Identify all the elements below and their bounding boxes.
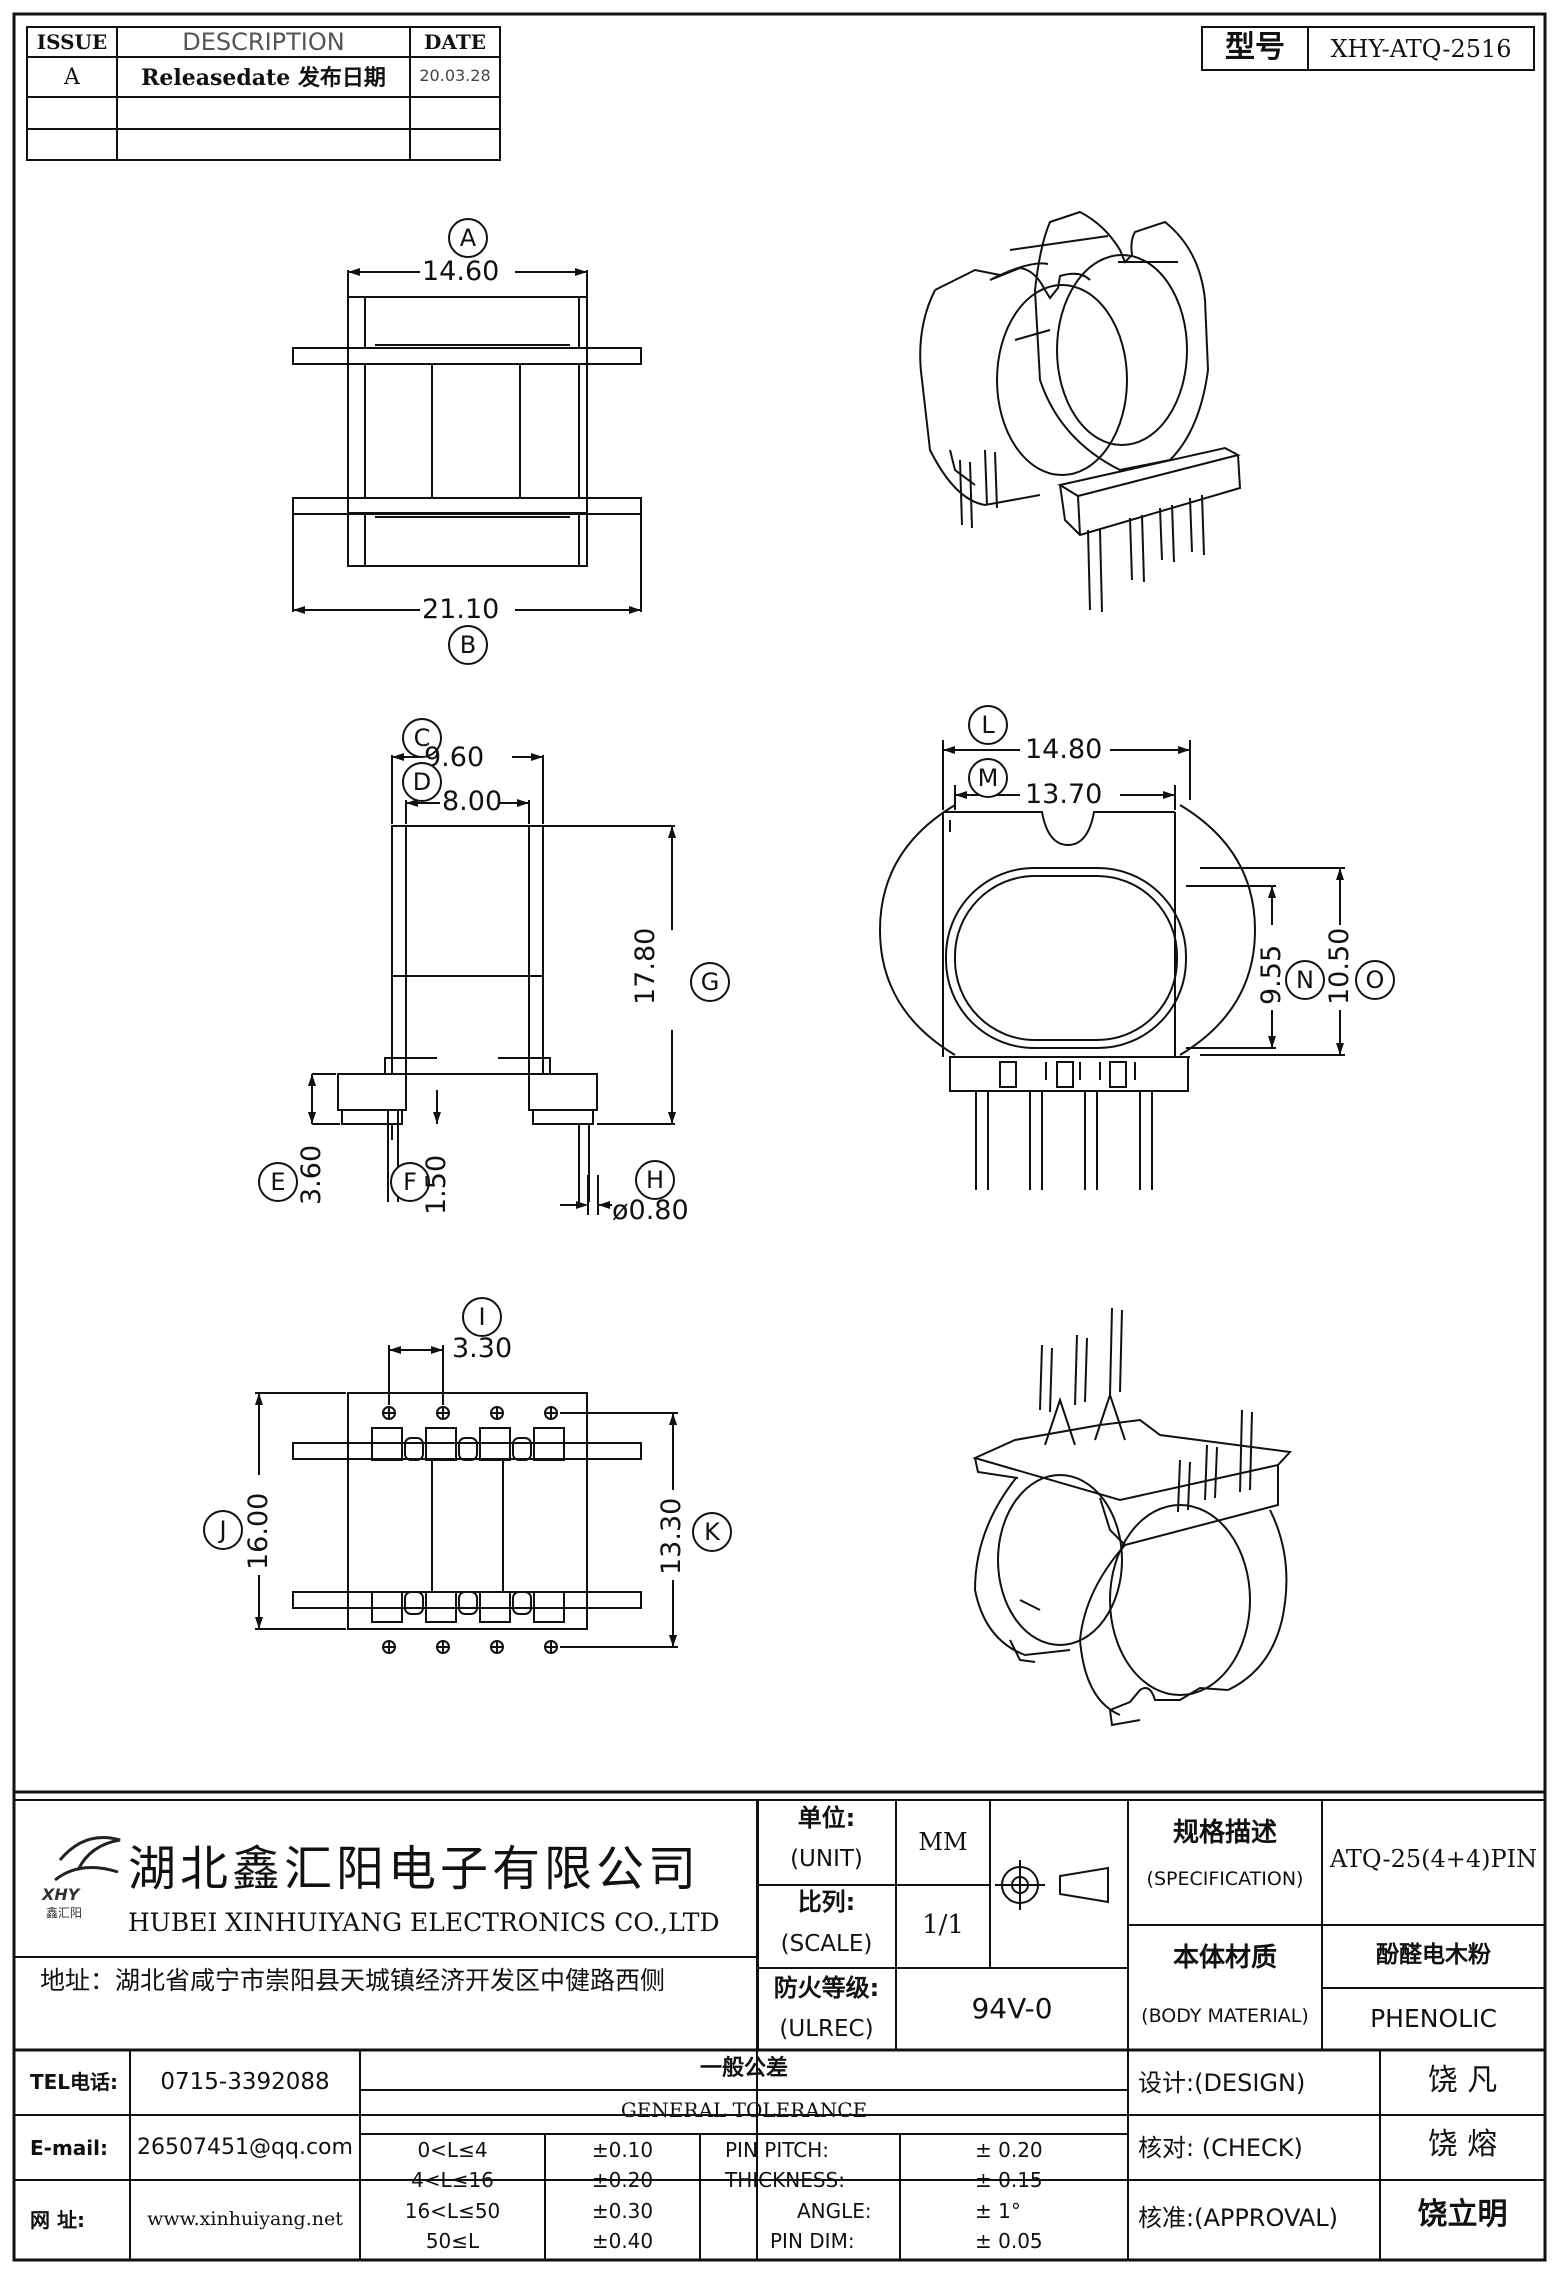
spec-value: ATQ-25(4+4)PIN xyxy=(1329,1845,1538,1873)
dim-k-value: 13.30 xyxy=(656,1497,687,1575)
dim-i-marker: I xyxy=(462,1297,502,1337)
dim-n-value: 9.55 xyxy=(1256,944,1287,1005)
company-logo xyxy=(54,1836,121,1882)
angle-label: ANGLE: xyxy=(797,2199,872,2223)
material-value-en: PHENOLIC xyxy=(1370,2004,1497,2033)
dim-h-value: ø0.80 xyxy=(612,1195,689,1226)
iso-view-top xyxy=(919,210,1242,613)
logo-sub: 鑫汇阳 xyxy=(46,1906,83,1920)
tel-value: 0715-3392088 xyxy=(160,2069,330,2095)
revision-date: 20.03.28 xyxy=(419,66,491,85)
dim-c-marker: C xyxy=(402,718,442,758)
spec-label-cn: 规格描述 xyxy=(1172,1818,1277,1848)
dim-n-marker: N xyxy=(1285,960,1325,1000)
dim-l-value: 14.80 xyxy=(1025,734,1103,765)
model-value: XHY-ATQ-2516 xyxy=(1330,35,1512,63)
dim-b-marker: B xyxy=(448,625,488,665)
dim-f-marker: F xyxy=(390,1162,430,1202)
material-label-cn: 本体材质 xyxy=(1172,1943,1277,1973)
web-label: 网 址: xyxy=(30,2208,85,2232)
dim-a-marker: A xyxy=(448,218,488,258)
dim-o-marker: O xyxy=(1355,960,1395,1000)
pin-dim-label: PIN DIM: xyxy=(770,2229,855,2253)
dim-g-marker: G xyxy=(690,962,730,1002)
scale-label-cn: 比列: xyxy=(797,1888,856,1916)
revision-issue: A xyxy=(64,65,80,90)
pin-dim-value: ± 0.05 xyxy=(975,2229,1043,2253)
bottom-view xyxy=(255,1345,678,1654)
unit-value: MM xyxy=(918,1828,968,1856)
tol-value-4: ±0.40 xyxy=(591,2229,654,2253)
unit-label-en: (UNIT) xyxy=(790,1846,863,1872)
dim-j-marker: J xyxy=(203,1510,243,1550)
dim-f-value: 1.50 xyxy=(421,1154,452,1215)
logo-text: XHY xyxy=(42,1885,80,1904)
pin-pitch-value: ± 0.20 xyxy=(975,2138,1043,2162)
company-name-cn: 湖北鑫汇阳电子有限公司 xyxy=(128,1841,701,1897)
tel-label: TEL电话: xyxy=(30,2070,119,2094)
angle-value: ± 1° xyxy=(975,2199,1021,2223)
unit-label-cn: 单位: xyxy=(797,1804,856,1832)
dim-m-marker: M xyxy=(968,758,1008,798)
model-label: 型号 xyxy=(1225,30,1285,65)
dim-d-marker: D xyxy=(402,762,442,802)
email-value[interactable]: 26507451@qq.com xyxy=(137,2135,353,2160)
tol-value-2: ±0.20 xyxy=(591,2168,654,2192)
iso-view-bottom xyxy=(972,1307,1293,1727)
ulrec-value: 94V-0 xyxy=(971,1992,1053,2025)
pin-pitch-label: PIN PITCH: xyxy=(725,2138,830,2162)
tol-range-1: 0<L≤4 xyxy=(417,2138,488,2162)
dim-l-marker: L xyxy=(968,705,1008,745)
dim-e-value: 3.60 xyxy=(296,1144,327,1205)
design-name: 饶 凡 xyxy=(1427,2063,1498,2098)
ulrec-label-cn: 防火等级: xyxy=(773,1974,880,2002)
tolerance-title-en: GENERAL TOLERANCE xyxy=(620,2098,868,2122)
dim-j-value: 16.00 xyxy=(243,1492,274,1570)
date-header: DATE xyxy=(424,30,486,54)
revision-description: Releasedate 发布日期 xyxy=(141,65,386,91)
check-label: 核对: (CHECK) xyxy=(1138,2134,1303,2162)
dim-k-marker: K xyxy=(692,1512,732,1552)
tolerance-title-cn: 一般公差 xyxy=(699,2056,788,2081)
ulrec-label-en: (ULREC) xyxy=(779,2016,874,2042)
scale-label-en: (SCALE) xyxy=(780,1931,873,1957)
check-name: 饶 熔 xyxy=(1427,2127,1498,2162)
company-name-en: HUBEI XINHUIYANG ELECTRONICS CO.,LTD xyxy=(128,1908,720,1937)
material-label-en: (BODY MATERIAL) xyxy=(1141,2005,1309,2027)
tol-range-4: 50≤L xyxy=(425,2229,480,2253)
dim-e-marker: E xyxy=(258,1162,298,1202)
material-value-cn: 酚醛电木粉 xyxy=(1376,1942,1491,1968)
dim-g-value: 17.80 xyxy=(630,927,661,1005)
dim-m-value: 13.70 xyxy=(1025,779,1103,810)
tol-value-3: ±0.30 xyxy=(591,2199,654,2223)
title-block-lines xyxy=(13,1790,1545,2260)
tol-range-2: 4<L≤16 xyxy=(411,2168,494,2192)
thickness-label: THICKNESS: xyxy=(725,2168,845,2192)
side-view xyxy=(311,755,675,1215)
dim-b-value: 21.10 xyxy=(422,594,500,625)
company-address: 地址：湖北省咸宁市崇阳县天城镇经济开发区中健路西侧 xyxy=(40,1966,666,1995)
email-label: E-mail: xyxy=(30,2136,109,2160)
dim-d-value: 8.00 xyxy=(442,786,503,817)
tol-value-1: ±0.10 xyxy=(591,2138,654,2162)
design-label: 设计:(DESIGN) xyxy=(1138,2069,1306,2097)
dim-a-value: 14.60 xyxy=(422,256,500,287)
front-view xyxy=(292,270,642,612)
approval-label: 核准:(APPROVAL) xyxy=(1138,2204,1338,2232)
tol-range-3: 16<L≤50 xyxy=(404,2199,501,2223)
approval-name: 饶立明 xyxy=(1417,2197,1508,2232)
scale-value: 1/1 xyxy=(922,1910,964,1940)
web-value[interactable]: www.xinhuiyang.net xyxy=(147,2208,343,2230)
dim-o-value: 10.50 xyxy=(1324,927,1355,1005)
description-header: DESCRIPTION xyxy=(182,28,345,56)
spec-label-en: (SPECIFICATION) xyxy=(1146,1868,1304,1890)
issue-header: ISSUE xyxy=(36,30,108,54)
thickness-value: ± 0.15 xyxy=(975,2168,1043,2192)
dim-h-marker: H xyxy=(635,1160,675,1200)
dim-i-value: 3.30 xyxy=(452,1333,513,1364)
